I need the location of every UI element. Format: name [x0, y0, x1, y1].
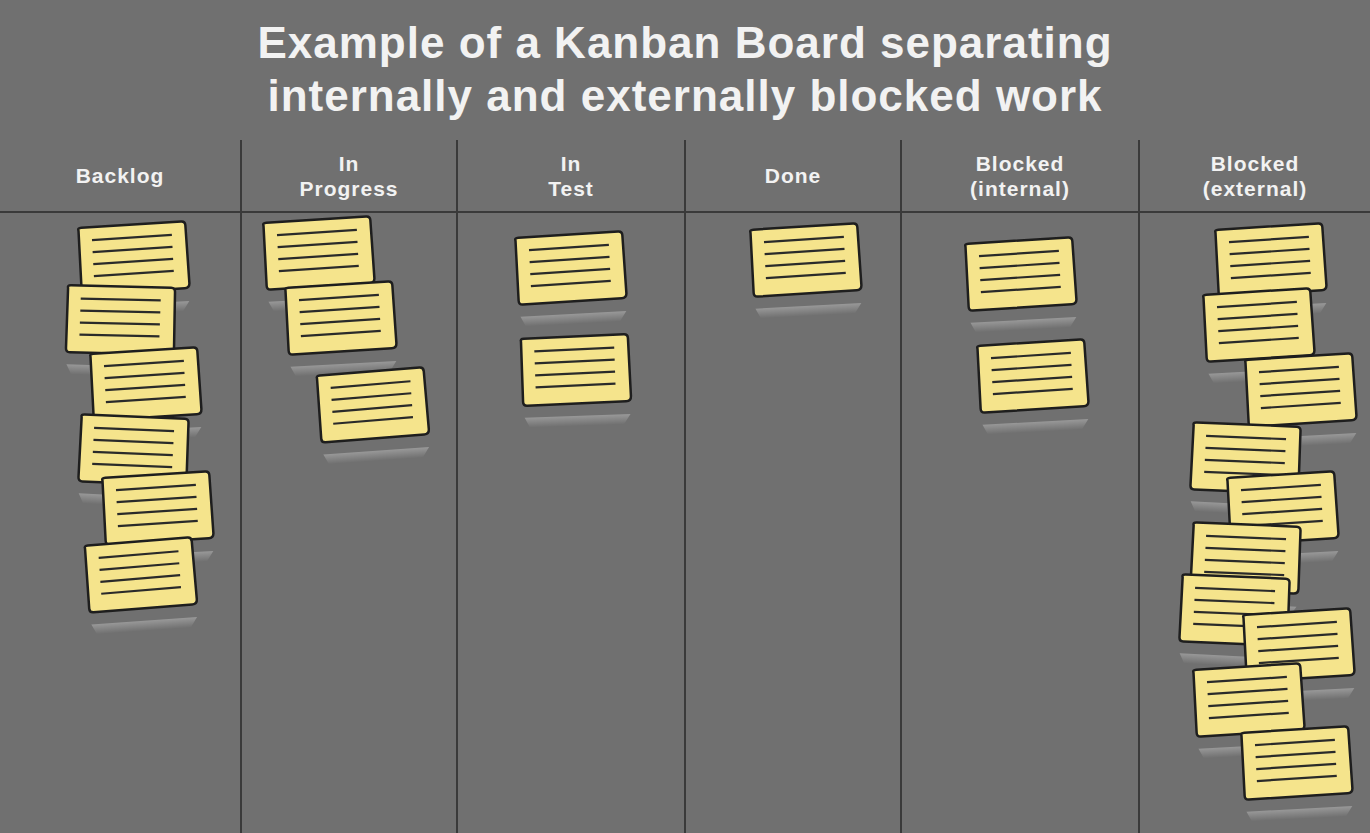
column-title: Done	[765, 163, 822, 188]
column-header: In Test	[458, 140, 684, 212]
kanban-column: Backlog	[0, 140, 242, 833]
column-title: In Test	[548, 151, 594, 201]
column-title: In Progress	[299, 151, 398, 201]
board-title: Example of a Kanban Board separating int…	[155, 17, 1215, 123]
column-header: Backlog	[0, 140, 240, 212]
column-title: Backlog	[76, 163, 165, 188]
column-header: Blocked (internal)	[902, 140, 1138, 212]
sticky-notes	[65, 216, 1358, 822]
column-title: Blocked (external)	[1203, 151, 1308, 201]
kanban-column: Blocked (external)	[1140, 140, 1370, 833]
column-header: Blocked (external)	[1140, 140, 1370, 212]
column-header: Done	[686, 140, 900, 212]
column-header: In Progress	[242, 140, 456, 212]
kanban-column: Done	[686, 140, 902, 833]
kanban-column: In Progress	[242, 140, 458, 833]
kanban-column: In Test	[458, 140, 686, 833]
column-title: Blocked (internal)	[970, 151, 1070, 201]
kanban-column: Blocked (internal)	[902, 140, 1140, 833]
